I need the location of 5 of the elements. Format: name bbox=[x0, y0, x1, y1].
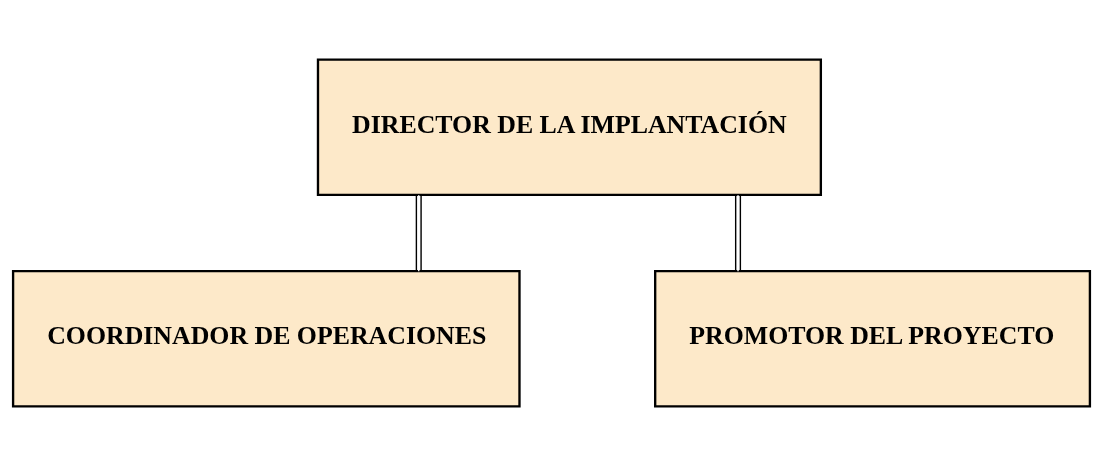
connector bbox=[734, 194, 742, 272]
connector bbox=[415, 194, 422, 272]
node-box: COORDINADOR DE OPERACIONES bbox=[11, 270, 521, 408]
node-box: DIRECTOR DE LA IMPLANTACIÓN bbox=[316, 58, 823, 196]
node-box: PROMOTOR DEL PROYECTO bbox=[654, 270, 1092, 408]
